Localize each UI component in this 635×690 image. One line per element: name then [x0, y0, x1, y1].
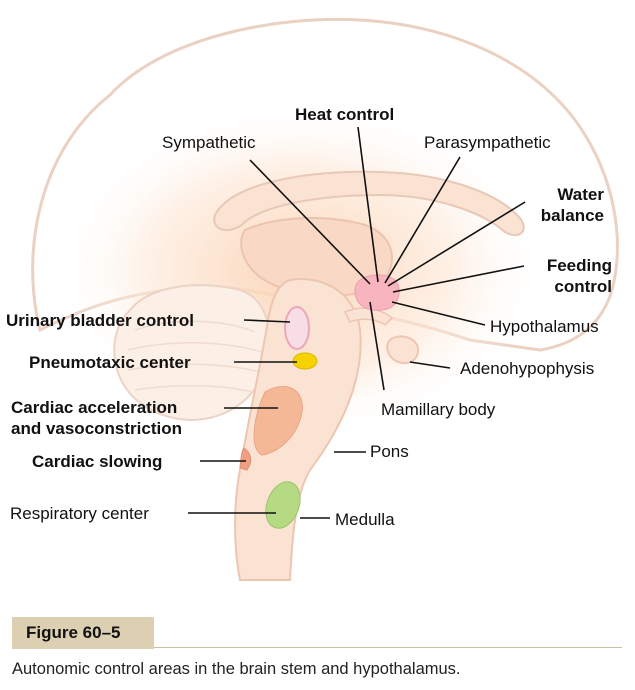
corpus-callosum: [213, 170, 525, 237]
label-heat-control: Heat control: [295, 105, 395, 124]
label-water-balance: Water balance: [520, 184, 604, 226]
label-cardiac-slowing: Cardiac slowing: [32, 452, 163, 471]
label-parasympathetic: Parasympathetic: [424, 133, 551, 152]
respiratory-area: [265, 481, 301, 529]
cerebellum-folds: [127, 320, 263, 393]
figure-divider: [154, 647, 622, 648]
pneumotaxic-area: [292, 352, 318, 370]
pituitary: [386, 335, 420, 365]
hypothalamus-area: [354, 274, 400, 311]
label-mamillary-body: Mamillary body: [381, 400, 496, 419]
label-hypothalamus: Hypothalamus: [490, 317, 599, 336]
label-feeding-control: Feeding control: [520, 255, 612, 297]
label-pons: Pons: [370, 442, 409, 461]
label-cardiac-acceleration-line2: and vasoconstriction: [11, 419, 182, 438]
label-water-balance-line2: balance: [540, 206, 604, 225]
brain-diagram: [31, 17, 619, 581]
label-urinary-bladder: Urinary bladder control: [6, 311, 194, 330]
label-feeding-control-line1: Feeding: [546, 256, 612, 275]
label-sympathetic: Sympathetic: [162, 133, 256, 152]
label-cardiac-acceleration-line1: Cardiac acceleration: [11, 398, 178, 417]
label-medulla: Medulla: [335, 510, 395, 529]
label-pneumotaxic-center: Pneumotaxic center: [29, 353, 191, 372]
cardiac-slowing-area: [239, 447, 252, 471]
label-cardiac-acceleration: Cardiac acceleration and vasoconstrictio…: [11, 397, 182, 439]
label-water-balance-line1: Water: [557, 185, 604, 204]
label-respiratory-center: Respiratory center: [10, 504, 149, 523]
leader-lines: [188, 126, 526, 519]
figure-caption: Autonomic control areas in the brain ste…: [12, 660, 461, 678]
label-feeding-control-line2: control: [554, 277, 612, 296]
cardiac-acceleration-area: [253, 386, 303, 456]
figure-tag: Figure 60–5: [12, 617, 154, 649]
figure-number: Figure 60–5: [26, 623, 121, 642]
cerebellum: [113, 284, 272, 422]
urinary-bladder-area: [284, 306, 310, 350]
label-adenohypophysis: Adenohypophysis: [460, 359, 595, 378]
optic-chiasm: [343, 307, 394, 326]
